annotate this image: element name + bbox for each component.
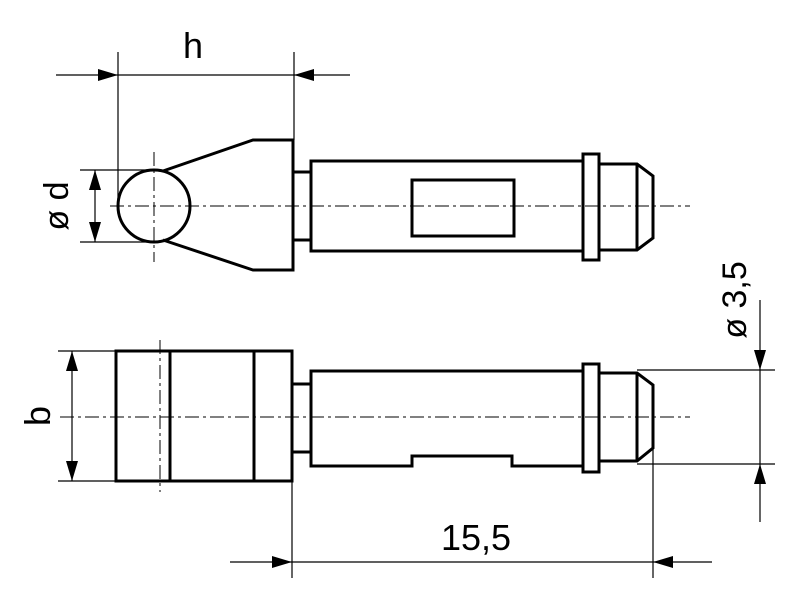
top-view <box>110 138 690 272</box>
dim-d-label: ø d <box>38 181 76 230</box>
head-block <box>114 349 294 483</box>
slot-window <box>410 178 516 238</box>
bottom-view <box>60 340 690 492</box>
dimension-h: h <box>56 25 350 205</box>
dim-15-5-label: 15,5 <box>441 517 511 558</box>
dimension-ball-diameter: ø d <box>38 169 150 243</box>
dim-h-label: h <box>183 25 203 66</box>
bottom-neck <box>292 382 311 454</box>
dimension-shank-length: 15,5 <box>230 448 712 578</box>
top-collar <box>581 152 601 262</box>
dim-3-5-label: ø 3,5 <box>716 261 754 338</box>
top-tip <box>599 162 655 252</box>
bottom-collar <box>581 362 601 474</box>
dim-b-label: b <box>17 406 58 426</box>
dimension-shank-diameter: ø 3,5 <box>637 261 775 522</box>
dimension-b: b <box>17 350 116 482</box>
conical-holder <box>162 138 295 272</box>
top-neck <box>293 170 311 242</box>
bottom-shank-body <box>309 369 585 468</box>
